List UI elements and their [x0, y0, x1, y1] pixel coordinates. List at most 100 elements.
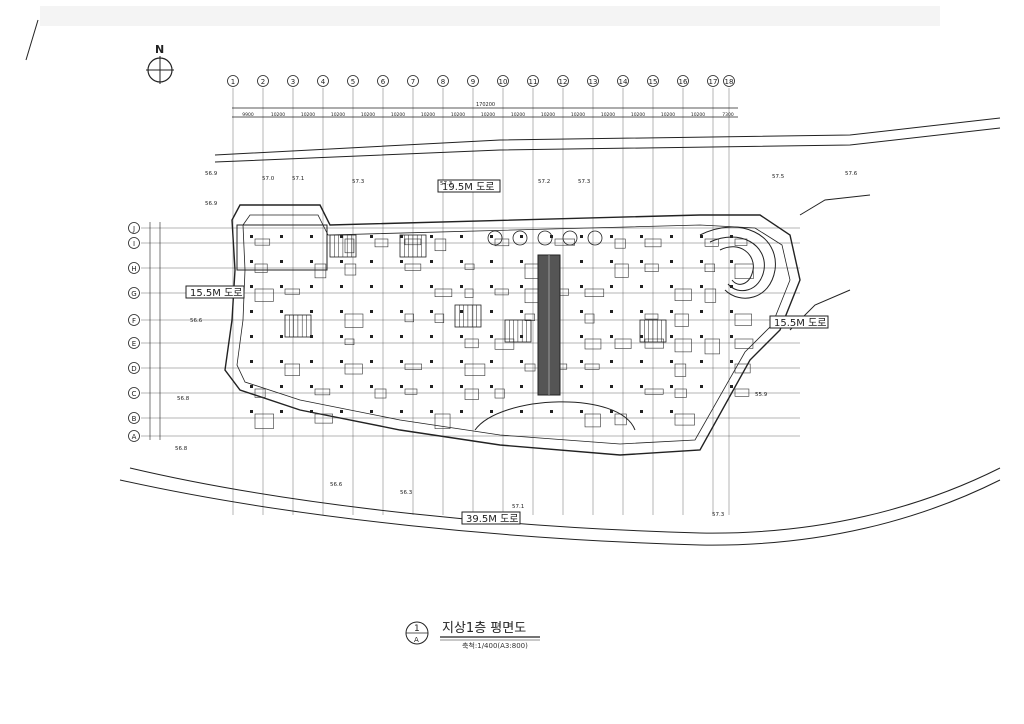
stair-core — [284, 314, 312, 338]
drawing-scale: 축척:1/400(A3:800) — [462, 641, 528, 650]
room — [734, 313, 752, 326]
structural-column — [670, 410, 673, 413]
structural-column — [370, 260, 373, 263]
stair-core — [329, 234, 357, 258]
row-bubble — [128, 314, 140, 326]
column-label: 5 — [351, 78, 355, 86]
structural-column — [700, 385, 703, 388]
column-bubble — [587, 75, 599, 87]
row-label: C — [132, 390, 137, 398]
structural-column — [460, 335, 463, 338]
structural-column — [670, 260, 673, 263]
structural-column — [460, 385, 463, 388]
room — [644, 313, 659, 320]
room — [734, 338, 754, 349]
building-footprint — [224, 204, 801, 456]
structural-column — [340, 260, 343, 263]
column-bubble — [527, 75, 539, 87]
structural-column — [400, 285, 403, 288]
row-bubble — [128, 430, 140, 442]
level-mark: 57.0 — [262, 176, 275, 182]
structural-column — [400, 235, 403, 238]
row-label: F — [132, 317, 136, 325]
structural-column — [520, 410, 523, 413]
structural-column — [640, 360, 643, 363]
structural-column — [280, 235, 283, 238]
structural-column — [520, 260, 523, 263]
row-bubble — [128, 222, 140, 234]
structural-column — [700, 285, 703, 288]
structural-column — [400, 410, 403, 413]
planter — [537, 230, 553, 246]
structural-column — [670, 310, 673, 313]
room — [284, 288, 300, 295]
column-bubble — [377, 75, 389, 87]
north-compass-icon: N — [146, 43, 174, 84]
row-bubble — [128, 387, 140, 399]
room — [734, 363, 751, 374]
room — [704, 288, 717, 303]
column-label: 10 — [499, 78, 508, 86]
svg-text:39.5M 도로: 39.5M 도로 — [466, 514, 518, 525]
room — [344, 313, 364, 328]
structural-column — [670, 385, 673, 388]
column-label: 8 — [441, 78, 445, 86]
room — [404, 263, 422, 271]
structural-column — [280, 335, 283, 338]
room — [344, 338, 355, 345]
room — [314, 413, 333, 424]
drawing-title-block: 1 A 지상1층 평면도 축척:1/400(A3:800) — [405, 621, 540, 650]
structural-column — [610, 385, 613, 388]
structural-column — [250, 360, 253, 363]
room — [464, 263, 475, 270]
room — [674, 288, 692, 301]
structural-column — [340, 385, 343, 388]
central-escalator — [537, 254, 561, 396]
structural-column — [460, 285, 463, 288]
level-mark: 57.6 — [845, 171, 858, 177]
structural-column — [460, 235, 463, 238]
structural-column — [430, 235, 433, 238]
structural-column — [340, 310, 343, 313]
title-sheet: A — [414, 636, 419, 644]
structural-column — [280, 260, 283, 263]
stair-core — [399, 234, 427, 258]
room — [494, 338, 515, 350]
room — [374, 238, 389, 248]
room — [674, 363, 687, 377]
structural-column — [520, 360, 523, 363]
level-mark: 56.8 — [175, 446, 188, 452]
structural-column — [640, 285, 643, 288]
spacing-label: 10200 — [601, 112, 615, 118]
column-label: 11 — [529, 78, 538, 86]
column-bubble — [617, 75, 629, 87]
column-label: 16 — [679, 78, 688, 86]
level-mark: 56.6 — [190, 318, 203, 324]
room — [734, 388, 750, 397]
level-mark: 57.3 — [578, 179, 591, 185]
column-bubble — [707, 75, 719, 87]
structural-column — [430, 310, 433, 313]
structural-column — [460, 360, 463, 363]
structural-column — [550, 410, 553, 413]
level-mark: 57.2 — [538, 179, 550, 185]
row-label: E — [132, 340, 136, 348]
room — [674, 338, 692, 353]
structural-column — [640, 410, 643, 413]
structural-column — [280, 310, 283, 313]
row-bubble — [128, 262, 140, 274]
spacing-label: 10200 — [481, 112, 495, 118]
structural-column — [400, 335, 403, 338]
room — [254, 288, 274, 302]
row-label: I — [133, 240, 135, 248]
structural-column — [610, 260, 613, 263]
structural-column — [670, 360, 673, 363]
structural-column — [340, 360, 343, 363]
structural-column — [490, 410, 493, 413]
structural-column — [430, 385, 433, 388]
structural-column — [670, 335, 673, 338]
level-mark: 57.3 — [712, 512, 725, 518]
room — [404, 313, 414, 323]
structural-column — [340, 410, 343, 413]
